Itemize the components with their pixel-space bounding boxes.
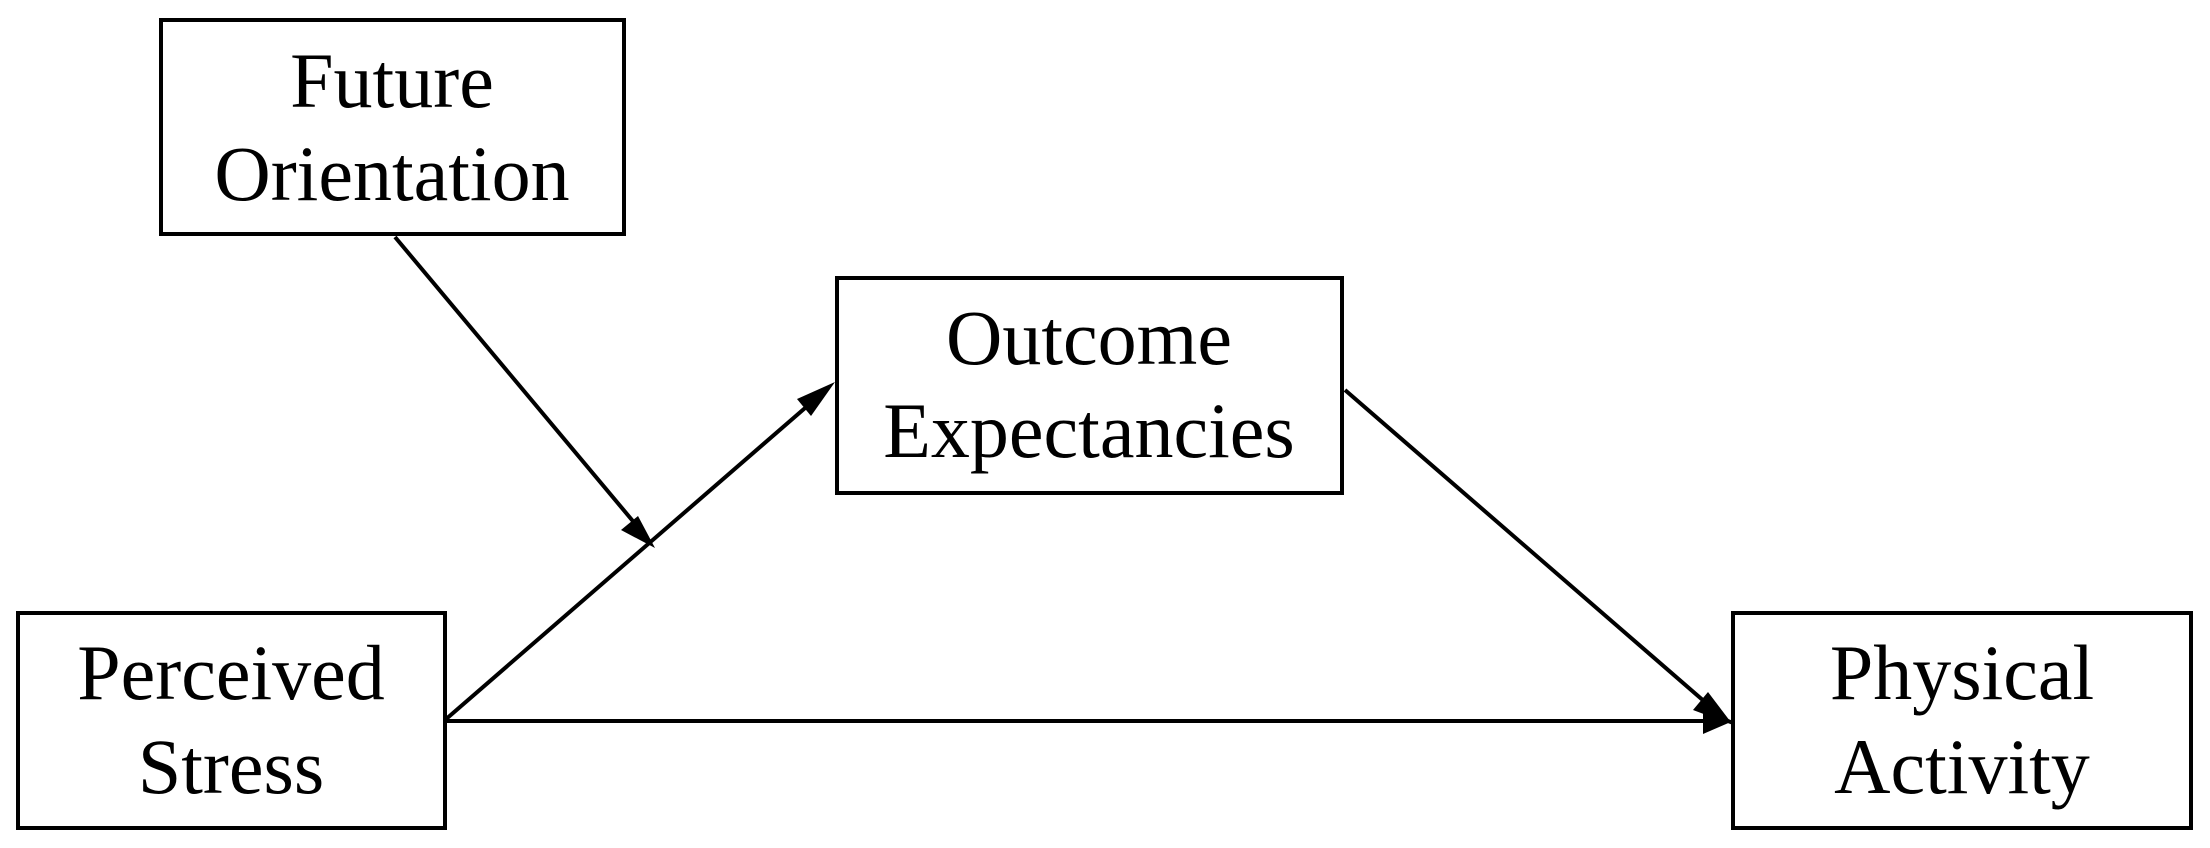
node-perceived-stress: Perceived Stress <box>16 611 447 830</box>
node-future-orientation: Future Orientation <box>159 18 626 236</box>
node-box-future-orientation <box>159 18 626 236</box>
node-box-physical-activity <box>1731 611 2193 830</box>
edge-expectancies-to-activity <box>1343 388 1707 704</box>
edge-future-orientation-moderation <box>393 235 639 528</box>
node-label-outcome-expectancies-line1: Outcome <box>946 294 1232 381</box>
node-box-outcome-expectancies <box>835 276 1344 495</box>
node-label-outcome-expectancies-line2: Expectancies <box>883 387 1294 474</box>
node-outcome-expectancies: Outcome Expectancies <box>835 276 1344 495</box>
node-label-physical-activity-line1: Physical <box>1830 629 2094 716</box>
edge-stress-to-expectancies <box>443 400 814 722</box>
arrowhead-future-orientation-moderation <box>621 516 655 548</box>
edges <box>393 235 1733 734</box>
node-physical-activity: Physical Activity <box>1731 611 2193 830</box>
node-label-physical-activity-line2: Activity <box>1834 723 2090 810</box>
node-label-future-orientation-line2: Orientation <box>214 130 569 217</box>
arrowhead-stress-to-activity <box>1703 708 1733 734</box>
node-label-perceived-stress-line2: Stress <box>138 723 324 810</box>
node-box-perceived-stress <box>16 611 447 830</box>
node-label-perceived-stress-line1: Perceived <box>77 629 385 716</box>
arrowhead-stress-to-expectancies <box>797 382 835 416</box>
node-label-future-orientation-line1: Future <box>290 37 494 124</box>
